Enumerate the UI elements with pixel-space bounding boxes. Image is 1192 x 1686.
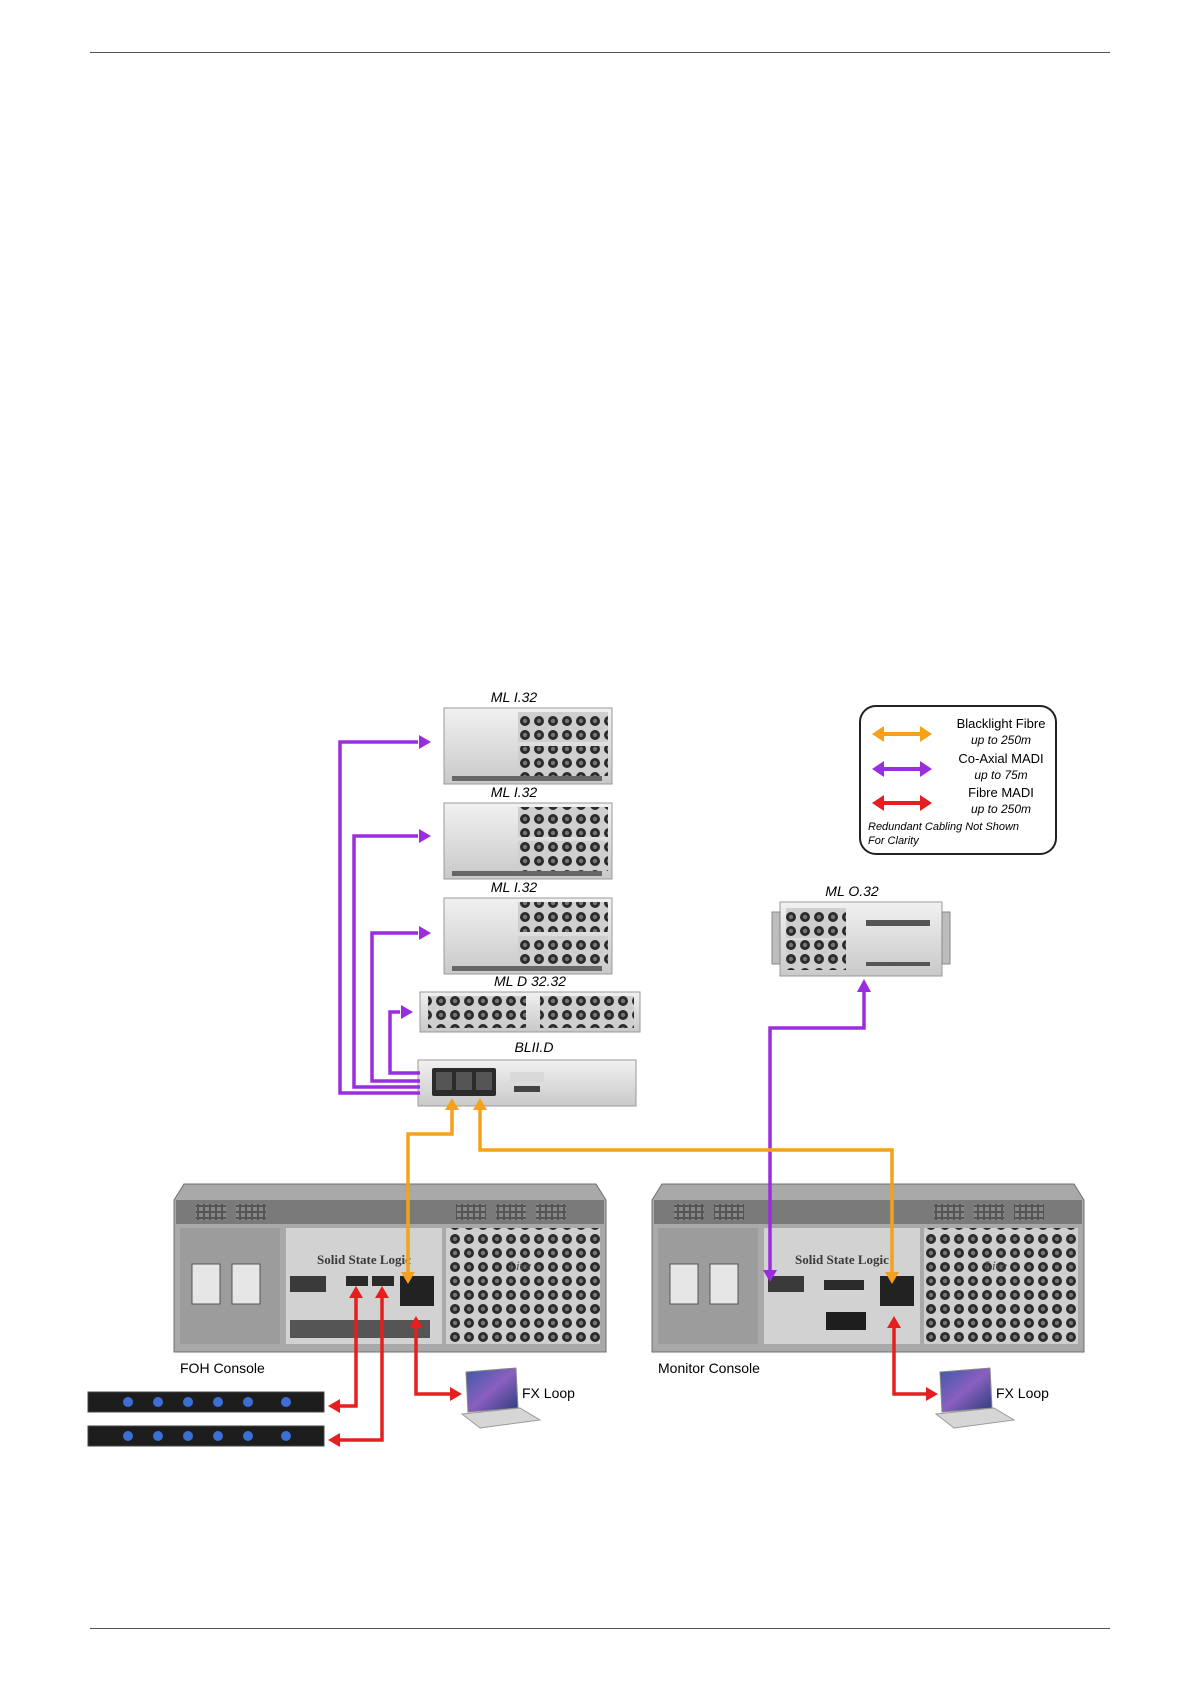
blii-d-label: BLII.D (515, 1039, 554, 1055)
monitor-laptop: FX Loop (936, 1368, 1049, 1428)
ml-i32-1-label: ML I.32 (491, 689, 538, 705)
legend-blacklight-range: up to 250m (971, 733, 1031, 747)
fx-rack-unit-2 (88, 1426, 324, 1446)
legend: Blacklight Fibre up to 250m Co-Axial MAD… (860, 706, 1056, 854)
monitor-fx-loop-label: FX Loop (996, 1385, 1049, 1401)
foh-console-label: FOH Console (180, 1360, 265, 1376)
legend-fibre-madi-name: Fibre MADI (968, 785, 1034, 800)
ml-i32-unit-1: ML I.32 (444, 689, 612, 784)
ml-i32-2-label: ML I.32 (491, 784, 538, 800)
coax-link-ml-d3232 (390, 1012, 420, 1073)
coax-link-ml-i32-2 (354, 836, 420, 1087)
monitor-console-label: Monitor Console (658, 1360, 760, 1376)
legend-coaxial-name: Co-Axial MADI (958, 751, 1043, 766)
ml-o32-label: ML O.32 (825, 883, 879, 899)
foh-model-label: Live (508, 1258, 532, 1273)
fx-rack-unit-1 (88, 1392, 324, 1412)
ml-o32-unit: ML O.32 (772, 883, 950, 976)
ml-i32-3-label: ML I.32 (491, 879, 538, 895)
blii-d-unit: BLII.D (418, 1039, 636, 1106)
ml-i32-unit-2: ML I.32 (444, 784, 612, 879)
ml-d3232-unit: ML D 32.32 (420, 973, 640, 1032)
legend-fibre-madi-range: up to 250m (971, 802, 1031, 816)
legend-blacklight-name: Blacklight Fibre (957, 716, 1046, 731)
foh-brand-label: Solid State Logic (317, 1252, 411, 1267)
foh-laptop: FX Loop (462, 1368, 575, 1428)
monitor-brand-label: Solid State Logic (795, 1252, 889, 1267)
legend-note-line-1: Redundant Cabling Not Shown (868, 821, 1019, 833)
legend-coaxial-range: up to 75m (974, 768, 1027, 782)
monitor-console: Solid State Logic Live Monitor Console (652, 1184, 1084, 1376)
coax-link-ml-i32-1 (340, 742, 420, 1093)
ml-d3232-label: ML D 32.32 (494, 973, 566, 989)
coax-link-ml-i32-3 (372, 933, 420, 1081)
foh-fx-loop-label: FX Loop (522, 1385, 575, 1401)
ml-i32-unit-3: ML I.32 (444, 879, 612, 974)
foh-console: Solid State Logic Live FOH Console (174, 1184, 606, 1376)
monitor-model-label: Live (984, 1258, 1008, 1273)
legend-note-line-2: For Clarity (868, 835, 920, 847)
